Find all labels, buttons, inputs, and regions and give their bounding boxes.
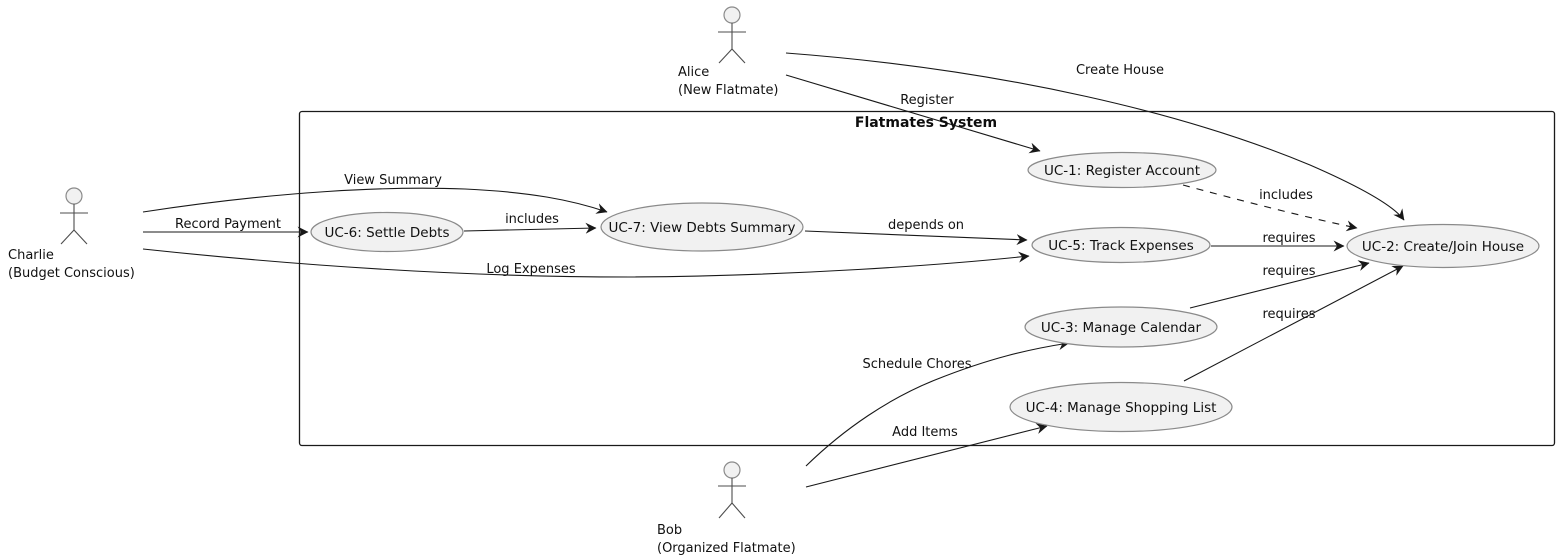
edge-alice-uc2-line (785, 52, 1405, 221)
usecase-uc4-ellipse (1009, 381, 1233, 433)
edge-charlie-uc7: View Summary (142, 173, 608, 214)
edge-alice-uc1-line (785, 74, 1041, 154)
actor-charlie-name: Charlie (8, 248, 54, 263)
edge-uc6-uc7-label: includes (505, 212, 559, 227)
usecase-uc5-track-expenses: UC-5: Track Expenses (1031, 226, 1211, 264)
edge-uc4-uc2-line (1183, 265, 1404, 382)
edge-uc7-uc5-depends-on: depends on (804, 218, 1028, 246)
usecase-uc1-label: UC-1: Register Account (1044, 163, 1200, 179)
actor-bob: Bob (Organized Flatmate) (657, 461, 796, 556)
usecase-uc5-label: UC-5: Track Expenses (1048, 238, 1194, 254)
system-boundary-title: Flatmates System (855, 115, 997, 131)
edge-bob-uc3-label: Schedule Chores (863, 357, 972, 372)
usecase-uc7-label: UC-7: View Debts Summary (608, 220, 795, 236)
edge-alice-uc2-label: Create House (1076, 63, 1164, 78)
usecase-uc1-register-account: UC-1: Register Account (1027, 151, 1217, 189)
usecase-uc3-manage-calendar: UC-3: Manage Calendar (1024, 306, 1218, 348)
edge-uc7-uc5-label: depends on (888, 218, 964, 233)
usecase-uc7-view-debts-summary: UC-7: View Debts Summary (600, 202, 804, 252)
edge-bob-uc4-label: Add Items (892, 425, 958, 440)
actor-charlie: Charlie (Budget Conscious) (8, 187, 135, 281)
usecase-uc4-label: UC-4: Manage Shopping List (1026, 400, 1217, 416)
edge-charlie-uc5-line (142, 248, 1030, 278)
edge-charlie-uc7-line (142, 187, 608, 214)
edge-bob-uc3-line (805, 339, 1070, 467)
actor-bob-head-icon (723, 461, 741, 479)
usecase-uc2-create-join-house: UC-2: Create/Join House (1346, 223, 1540, 269)
edge-uc1-uc2-label: includes (1259, 188, 1313, 203)
edge-uc3-uc2-label: requires (1263, 264, 1316, 279)
edge-uc4-uc2-label: requires (1263, 307, 1316, 322)
edges: Register Create House includes View Summ… (142, 52, 1405, 488)
usecase-uc5-ellipse (1031, 226, 1211, 264)
usecase-uc6-label: UC-6: Settle Debts (324, 225, 449, 241)
actor-alice-head-icon (723, 6, 741, 24)
edge-uc5-uc2-label: requires (1263, 231, 1316, 246)
usecase-uc3-ellipse (1024, 306, 1218, 348)
edge-charlie-uc6: Record Payment (143, 217, 309, 238)
system-boundary (298, 110, 1556, 447)
edge-uc7-uc5-line (804, 230, 1028, 246)
edge-alice-uc1: Register (785, 74, 1041, 154)
edge-charlie-uc5-label: Log Expenses (486, 262, 576, 277)
usecase-uc7-ellipse (600, 202, 804, 252)
edge-uc6-uc7-includes: includes (463, 212, 597, 234)
usecase-uc2-label: UC-2: Create/Join House (1362, 239, 1524, 255)
edge-charlie-uc5: Log Expenses (142, 248, 1030, 278)
edge-uc3-uc2-requires: requires (1189, 260, 1370, 309)
actor-charlie-role: (Budget Conscious) (8, 266, 135, 281)
edge-bob-uc4: Add Items (805, 423, 1048, 488)
actors: Alice (New Flatmate) Charlie (Budget Con… (8, 6, 796, 556)
actor-bob-name: Bob (657, 523, 682, 538)
edge-uc3-uc2-line (1189, 260, 1370, 309)
usecase-uc4-manage-shopping-list: UC-4: Manage Shopping List (1009, 381, 1233, 433)
edge-uc1-uc2-line (1182, 184, 1358, 232)
actor-alice-role: (New Flatmate) (678, 83, 779, 98)
usecase-nodes: UC-6: Settle Debts UC-7: View Debts Summ… (310, 151, 1540, 433)
system-boundary-rect (298, 110, 1556, 447)
usecase-uc6-ellipse (310, 211, 464, 253)
actor-alice-name: Alice (678, 65, 709, 80)
edge-alice-uc1-label: Register (900, 93, 954, 108)
edge-bob-uc3: Schedule Chores (805, 339, 1070, 467)
usecase-uc1-ellipse (1027, 151, 1217, 189)
actor-alice: Alice (New Flatmate) (678, 6, 779, 98)
edge-bob-uc4-line (805, 423, 1048, 488)
edge-uc5-uc2-requires: requires (1211, 231, 1345, 252)
edge-uc1-uc2-includes: includes (1182, 184, 1358, 232)
usecase-uc2-ellipse (1346, 223, 1540, 269)
edge-uc6-uc7-line (463, 222, 597, 234)
usecase-uc3-label: UC-3: Manage Calendar (1041, 320, 1202, 336)
edge-uc4-uc2-requires: requires (1183, 265, 1404, 382)
actor-charlie-head-icon (65, 187, 83, 205)
actor-bob-role: (Organized Flatmate) (657, 541, 796, 556)
usecase-uc6-settle-debts: UC-6: Settle Debts (310, 211, 464, 253)
edge-charlie-uc6-label: Record Payment (175, 217, 281, 232)
edge-alice-uc2: Create House (785, 52, 1405, 221)
edge-charlie-uc7-label: View Summary (344, 173, 442, 188)
